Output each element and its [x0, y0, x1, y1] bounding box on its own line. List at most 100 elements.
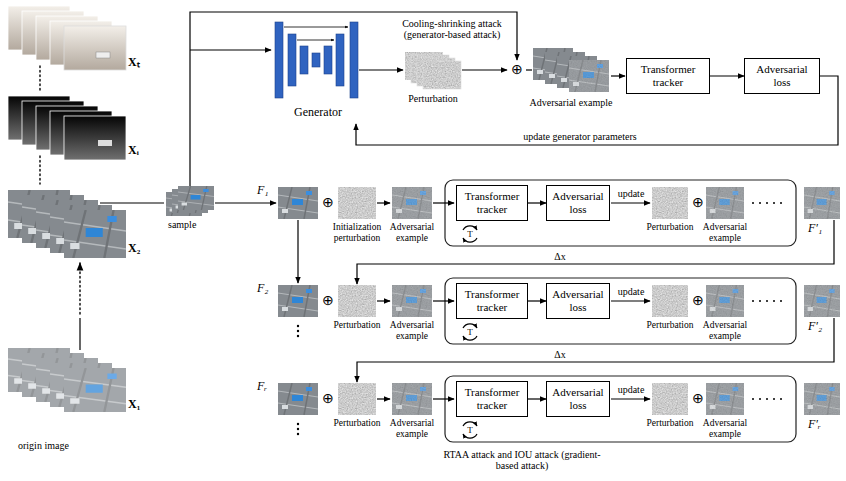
drawn-path	[611, 75, 625, 76]
drawn-circle	[297, 335, 299, 337]
text-label: ⊕	[690, 390, 706, 408]
drawn-path	[190, 49, 271, 50]
process-box: Transformer tracker	[456, 185, 528, 221]
text-label: Perturbation	[643, 418, 697, 429]
row-links	[297, 220, 834, 435]
text-label: T	[464, 227, 476, 241]
drawn-rect	[312, 53, 320, 67]
text-label: F₁	[257, 184, 269, 197]
edge-label: update generator parameters	[523, 131, 636, 142]
text-label: update	[611, 188, 651, 199]
drawn-rect	[275, 22, 283, 98]
drawn-path	[79, 263, 80, 314]
drawn-path	[357, 318, 834, 382]
flow-arrow	[710, 75, 744, 76]
drawn-rect	[98, 140, 112, 146]
drawn-rect	[350, 22, 358, 98]
drawn-use	[64, 210, 126, 258]
process-box: Transformer tracker	[456, 381, 528, 417]
process-box: Transformer tracker	[626, 58, 710, 94]
drawn-rect	[64, 116, 126, 160]
drawn-path	[39, 66, 40, 184]
text-label: F′ᵣ	[808, 418, 821, 431]
node-text: Transformer tracker	[461, 288, 523, 313]
node-text: Transformer tracker	[461, 386, 523, 411]
text-label: ⊕	[690, 292, 706, 310]
text-label: X₁	[128, 398, 140, 411]
text-label: sample	[168, 219, 196, 230]
text-label: Adversarial example	[702, 418, 748, 439]
generator-unet	[275, 22, 403, 98]
drawn-path	[284, 27, 348, 28]
drawn-rect	[324, 46, 332, 74]
drawn-path	[297, 40, 334, 41]
text-label: Adversarial example	[386, 320, 438, 341]
drawn-circle	[297, 423, 299, 425]
text-label: F′₂	[808, 320, 822, 333]
text-label: ⊕	[320, 292, 336, 310]
origin-image-stacks	[8, 6, 126, 412]
node-text: Transformer tracker	[631, 63, 705, 88]
drawn-path	[357, 220, 834, 284]
drawn-path	[462, 69, 507, 70]
drawn-path	[79, 318, 80, 350]
drawn-rect	[96, 52, 110, 58]
drawn-rect	[423, 61, 461, 89]
drawn-rect	[8, 348, 126, 412]
drawn-use	[178, 186, 214, 210]
text-label: Adversarial example	[521, 97, 621, 108]
text-label: Adversarial example	[386, 418, 438, 439]
node-text: Generator	[294, 106, 342, 120]
drawn-path	[215, 202, 276, 203]
drawn-path	[297, 220, 298, 283]
text-label: Fᵣ	[257, 380, 267, 393]
drawn-rect	[336, 34, 344, 86]
drawn-circle	[297, 330, 299, 332]
drawn-rect	[423, 61, 461, 89]
text-label: T	[464, 423, 476, 437]
text-label: F′₁	[808, 222, 822, 235]
node-text: Adversarial loss	[749, 63, 815, 88]
text-label: RTAA attack and IOU attack (gradient-bas…	[442, 449, 602, 471]
attack-row	[278, 376, 840, 442]
drawn-rect	[288, 34, 296, 86]
text-label: ⊕	[320, 194, 336, 212]
text-label: Δx	[548, 349, 572, 361]
generator-network: Generator	[272, 18, 364, 124]
text-label: Perturbation	[330, 418, 384, 429]
text-label: ⊕	[509, 61, 525, 79]
flow-arrow	[528, 398, 546, 399]
text-label: Initialization perturbation	[330, 222, 384, 243]
drawn-path	[526, 69, 532, 70]
drawn-path	[100, 202, 164, 203]
drawn-circle	[297, 428, 299, 430]
text-label: Cooling-shrinking attack (generator-base…	[394, 18, 510, 40]
attack-row	[278, 180, 840, 246]
text-label: update	[611, 286, 651, 297]
drawn-circle	[297, 325, 299, 327]
text-label: Perturbation	[643, 320, 697, 331]
text-label: update	[611, 384, 651, 395]
text-label: Δx	[548, 251, 572, 263]
process-box: Adversarial loss	[546, 381, 610, 417]
attack-row	[278, 278, 840, 344]
text-label: Perturbation	[398, 93, 468, 104]
process-box: Adversarial loss	[744, 58, 820, 94]
drawn-rect	[569, 60, 609, 92]
text-label: Adversarial example	[386, 222, 438, 243]
node-text: Adversarial loss	[551, 288, 605, 313]
process-box: Transformer tracker	[456, 283, 528, 319]
text-label: origin image	[18, 440, 69, 451]
node-text: Transformer tracker	[461, 190, 523, 215]
text-label: T	[464, 325, 476, 339]
drawn-circle	[297, 433, 299, 435]
text-label: Perturbation	[643, 222, 697, 233]
drawn-use	[569, 60, 609, 92]
process-box: Adversarial loss	[546, 185, 610, 221]
text-label: Adversarial example	[702, 222, 748, 243]
text-label: ⊕	[320, 390, 336, 408]
node-text: Adversarial loss	[551, 386, 605, 411]
flow-arrow	[528, 300, 546, 301]
text-label: ⊕	[690, 194, 706, 212]
text-label: Xₜ	[128, 56, 140, 69]
